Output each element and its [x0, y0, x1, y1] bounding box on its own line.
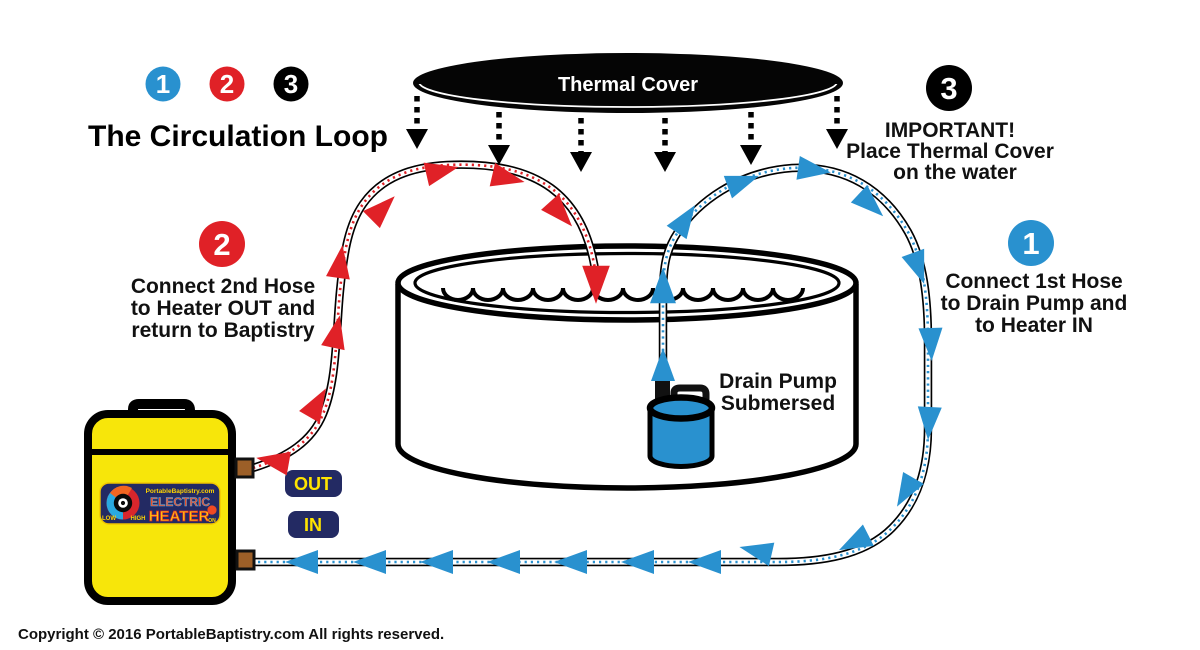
pool-body	[395, 284, 859, 491]
hose-blue-dashes	[256, 166, 930, 564]
flow-arrow-icon	[850, 184, 884, 217]
heater-handle	[128, 399, 195, 417]
flow-arrow-icon	[256, 451, 291, 476]
title-badge-1-number: 1	[156, 69, 170, 99]
flow-arrow-icon	[901, 248, 925, 284]
dial-high-label: HIGH	[131, 516, 146, 522]
step-1-badge	[1008, 220, 1054, 266]
out-badge	[285, 470, 342, 497]
flow-arrow-icon	[326, 245, 350, 280]
step-2-badge	[199, 221, 245, 267]
page-title: The Circulation Loop	[88, 120, 388, 153]
electric-heater: LOW HIGH PortableBaptistry.com ELECTRIC …	[84, 399, 342, 605]
flow-arrow-icon	[723, 175, 759, 199]
step-1-annotation: 1 Connect 1st Hose to Drain Pump and to …	[941, 220, 1128, 337]
dial-low-label: LOW	[102, 516, 116, 522]
water-line	[441, 287, 805, 302]
step-3-line-3: on the water	[893, 161, 1017, 184]
pump-top	[646, 394, 716, 422]
flow-arrow-icon	[651, 348, 675, 381]
drain-pump-label-2: Submersed	[721, 392, 835, 415]
step-2-line-2: to Heater OUT and	[131, 297, 315, 320]
heater-out-connector	[234, 457, 255, 479]
flow-arrow-icon	[362, 196, 395, 229]
in-badge-label: IN	[304, 515, 322, 535]
in-badge	[288, 511, 339, 538]
flow-arrow-into-water-icon	[582, 265, 610, 304]
title-badge-3-number: 3	[284, 69, 298, 99]
drain-pump-label-1: Drain Pump	[719, 370, 837, 393]
dial-knob-center	[120, 500, 126, 506]
step-2-line-1: Connect 2nd Hose	[131, 275, 315, 298]
flow-arrow-icon	[321, 315, 345, 351]
flow-arrow-icon	[666, 205, 696, 240]
title-badge-2-number: 2	[220, 69, 234, 99]
heater-brand-label: LOW HIGH PortableBaptistry.com ELECTRIC …	[99, 482, 221, 525]
flow-arrow-icon	[838, 524, 874, 551]
hose-red-core	[250, 162, 599, 471]
heater-brand-text: PortableBaptistry.com	[146, 488, 215, 495]
title-badge-2	[209, 66, 245, 102]
step-3-annotation: 3 IMPORTANT! Place Thermal Cover on the …	[846, 65, 1054, 184]
step-3-line-2: Place Thermal Cover	[846, 140, 1054, 163]
thermal-cover: Thermal Cover	[413, 53, 843, 113]
step-1-line-2: to Drain Pump and	[941, 292, 1128, 315]
pump-body	[647, 408, 715, 469]
thermal-cover-label: Thermal Cover	[558, 74, 698, 96]
blue-flow-arrows	[285, 156, 943, 574]
flow-arrow-icon	[918, 327, 943, 361]
flow-arrow-icon	[353, 550, 386, 574]
title-badge-3	[273, 66, 309, 102]
flow-arrow-icon	[688, 550, 721, 574]
power-flower-icon	[207, 505, 217, 515]
pool-rim-inner	[413, 251, 841, 315]
step-1-line-3: to Heater IN	[975, 314, 1093, 337]
heater-heater-text: HEATER	[149, 508, 210, 525]
out-badge-label: OUT	[294, 474, 332, 494]
flow-arrow-icon	[739, 542, 775, 567]
thermal-cover-ellipse	[413, 53, 843, 113]
flow-arrow-icon	[487, 550, 520, 574]
heater-in-connector	[235, 549, 256, 571]
step-1-line-1: Connect 1st Hose	[945, 270, 1122, 293]
flow-arrow-icon	[285, 550, 318, 574]
step-2-annotation: 2 Connect 2nd Hose to Heater OUT and ret…	[131, 221, 315, 342]
pool-rim-outer	[395, 243, 859, 323]
thermal-cover-highlight	[418, 84, 838, 108]
title-badge-1	[145, 66, 181, 102]
title-block: 1 2 3 The Circulation Loop	[88, 66, 388, 153]
power-on-label: ON	[208, 518, 216, 524]
baptistry-pool: Drain Pump Submersed	[395, 243, 859, 491]
step-3-line-1: IMPORTANT!	[885, 119, 1015, 142]
step-2-number: 2	[213, 227, 230, 262]
red-flow-arrows	[256, 162, 610, 476]
drain-pump	[646, 378, 716, 469]
step-2-line-3: return to Baptistry	[131, 319, 315, 342]
flow-arrow-icon	[420, 550, 453, 574]
copyright-text: Copyright © 2016 PortableBaptistry.com A…	[18, 626, 444, 643]
flow-arrow-icon	[897, 472, 924, 507]
flow-arrow-icon	[796, 156, 831, 180]
flow-arrow-icon	[489, 162, 525, 187]
flow-arrow-icon	[650, 267, 676, 304]
flow-arrow-icon	[917, 406, 942, 440]
flow-arrow-icon	[541, 193, 573, 227]
flow-arrow-icon	[299, 388, 326, 423]
flow-arrow-icon	[621, 550, 654, 574]
step-3-number: 3	[940, 71, 957, 106]
hose-red-out	[248, 160, 601, 473]
flow-arrow-icon	[554, 550, 587, 574]
flow-arrow-icon	[423, 162, 459, 187]
heater-electric-text: ELECTRIC	[150, 495, 210, 509]
step-1-number: 1	[1022, 226, 1039, 261]
pump-handle	[670, 384, 710, 403]
step-3-badge	[926, 65, 972, 111]
